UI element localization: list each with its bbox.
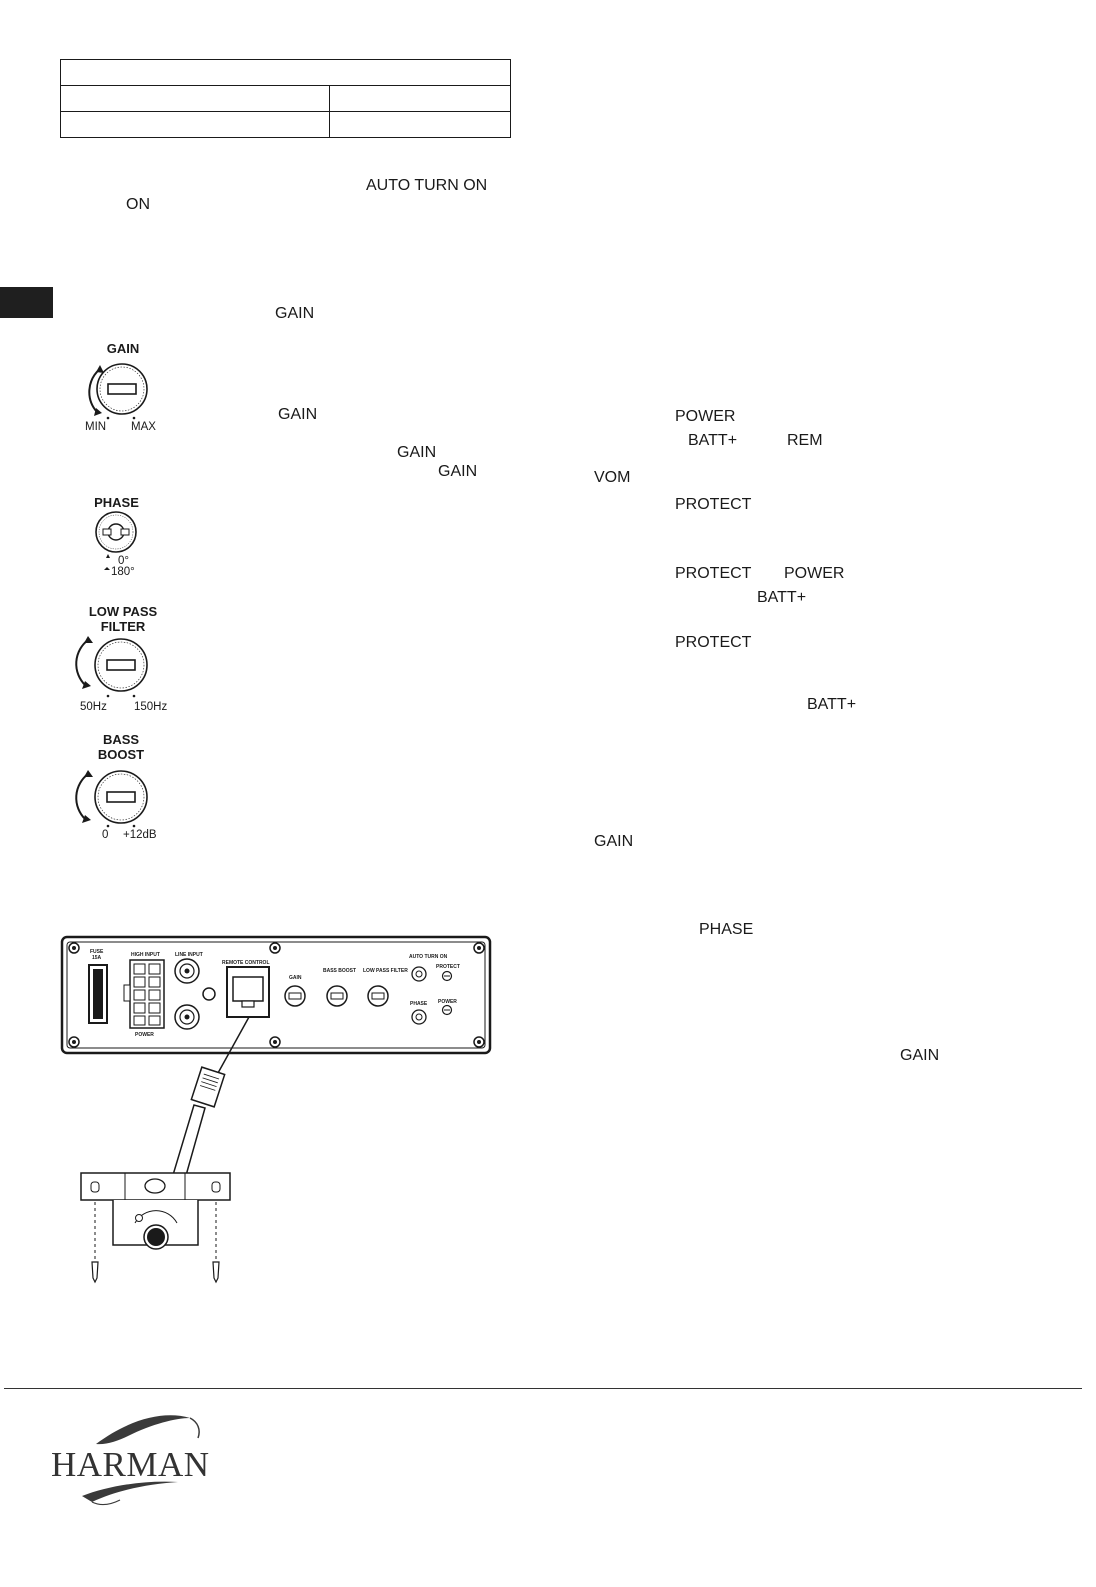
bass-boost-knob-icon (75, 770, 148, 828)
gain-word: GAIN (397, 444, 437, 461)
panel-low-pass-filter-label: LOW PASS FILTER (363, 968, 408, 974)
panel-high-input-label: HIGH INPUT (131, 952, 160, 958)
panel-bass-boost-label: BASS BOOST (323, 968, 356, 974)
batt-word: BATT+ (807, 696, 857, 713)
gain-word: GAIN (900, 1047, 940, 1064)
panel-fuse-label: FUSE (90, 949, 104, 955)
gain-word: GAIN (438, 463, 478, 480)
batt-word: BATT+ (757, 589, 807, 606)
table-row (61, 85, 510, 86)
panel-phase-label: PHASE (410, 1001, 428, 1007)
panel-remote-control-label: REMOTE CONTROL (222, 960, 270, 966)
protect-word: PROTECT (675, 565, 752, 582)
panel-line-input-label: LINE INPUT (175, 952, 203, 958)
rem-word: REM (787, 432, 823, 449)
gain-max-label: MAX (131, 421, 156, 433)
on-label: ON (126, 196, 150, 213)
harman-logo: HARMAN (48, 1412, 228, 1512)
gain-word: GAIN (275, 305, 315, 322)
header-table (60, 59, 511, 138)
power-word: POWER (675, 408, 736, 425)
panel-gain-label: GAIN (289, 975, 302, 981)
gain-word: GAIN (594, 833, 634, 850)
harman-swoosh-icon (82, 1415, 200, 1506)
phase-0-label: 0° (118, 555, 129, 567)
panel-fuse-rating: 15A (92, 955, 102, 961)
phase-word: PHASE (699, 921, 754, 938)
low-pass-knob-diagram: LOW PASS FILTER 50Hz 150Hz (66, 603, 186, 718)
power-word: POWER (784, 565, 845, 582)
phase-switch-title: PHASE (94, 495, 139, 510)
batt-word: BATT+ (688, 432, 738, 449)
low-pass-max-label: 150Hz (134, 701, 168, 713)
table-row (61, 111, 510, 112)
amplifier-panel-illustration: FUSE 15A HIGH INPUT LINE INPUT REMOTE CO… (60, 935, 492, 1284)
bass-boost-max-label: +12dB (123, 829, 157, 841)
vom-word: VOM (594, 469, 631, 486)
protect-word: PROTECT (675, 634, 752, 651)
bass-boost-knob-diagram: BASS BOOST 0 +12dB (66, 731, 186, 846)
auto-turn-on-label: AUTO TURN ON (366, 177, 488, 194)
gain-knob-diagram: GAIN MIN MAX (70, 338, 180, 438)
bass-boost-title: BASS (102, 732, 140, 747)
panel-power-label: POWER (438, 999, 457, 1005)
gain-knob-icon (88, 363, 148, 420)
section-tab (0, 287, 53, 318)
gain-word: GAIN (278, 406, 318, 423)
bass-boost-min-label: 0 (102, 829, 109, 841)
phase-switch-icon (95, 511, 137, 570)
bass-boost-title-2: BOOST (97, 747, 145, 762)
low-pass-min-label: 50Hz (80, 701, 107, 713)
gain-knob-title: GAIN (106, 341, 140, 356)
harman-wordmark: HARMAN (51, 1445, 210, 1484)
panel-auto-turn-on-label: AUTO TURN ON (409, 954, 448, 960)
table-column-divider (329, 86, 330, 137)
protect-word: PROTECT (675, 496, 752, 513)
gain-min-label: MIN (85, 421, 107, 433)
panel-power-bottom-label: POWER (135, 1032, 154, 1038)
phase-switch-diagram: PHASE 0° 180° (80, 492, 170, 582)
phase-180-label: 180° (111, 566, 135, 578)
low-pass-knob-icon (75, 636, 148, 698)
low-pass-title-2: FILTER (100, 619, 146, 634)
low-pass-title: LOW PASS (88, 604, 158, 619)
panel-protect-label: PROTECT (436, 964, 460, 970)
footer-divider (4, 1388, 1082, 1389)
